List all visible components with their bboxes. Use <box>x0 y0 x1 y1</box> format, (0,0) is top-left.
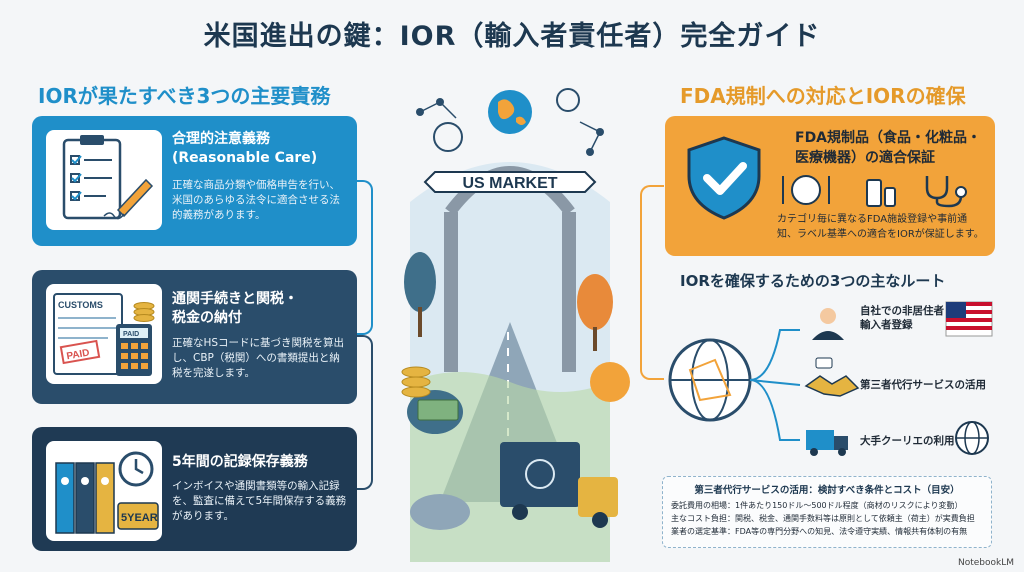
businessman-icon <box>812 308 844 340</box>
card-heading: 合理的注意義務 (Reasonable Care) <box>172 131 318 166</box>
cost-conditions-box: 第三者代行サービスの活用：検討すべき条件とコスト（目安） 委託費用の相場：1件あ… <box>662 476 992 548</box>
cost-box-title: 第三者代行サービスの活用：検討すべき条件とコスト（目安） <box>694 485 960 496</box>
card-body: 正確なHSコードに基づき関税を算出し、CBP（税関）への書類提出と納税を完遂しま… <box>172 337 345 379</box>
left-section-heading: IORが果たすべき3つの主要責務 <box>38 84 331 108</box>
delivery-truck-icon <box>806 430 848 456</box>
card-heading: 5年間の記録保存義務 <box>172 454 308 470</box>
binders-clock-icon: 5YEAR <box>46 441 162 541</box>
card-reasonable-care: 合理的注意義務 (Reasonable Care) 正確な商品分類や価格申告を行… <box>32 116 357 246</box>
clipboard-checklist-icon <box>46 130 162 230</box>
handshake-icon <box>804 357 860 397</box>
shield-check-icon <box>687 136 761 220</box>
routes-heading: IORを確保するための3つの主なルート <box>680 272 946 290</box>
globe-icon <box>488 90 532 134</box>
calculator-label: PAID <box>123 331 139 338</box>
cutlery-plate-icon <box>782 175 830 205</box>
five-year-badge: 5YEAR <box>121 512 158 524</box>
route-label-self-registration: 自社での非居住者 輸入者登録 <box>860 305 944 331</box>
cost-line: 委託費用の相場：1件あたり150ドル～500ドル程度（商材のリスクにより変動） <box>671 501 963 510</box>
notebooklm-brand: NotebookLM <box>957 558 1014 568</box>
us-market-illustration: US MARKET <box>401 88 630 562</box>
food-cosmetic-medical-icons <box>782 175 967 208</box>
fda-card-body: カテゴリ毎に異なるFDA施設登録や事前通知、ラベル基準への適合をIORが保証しま… <box>777 214 984 240</box>
us-flag-icon <box>945 301 993 337</box>
cost-line: 主なコスト負担：関税、税金、通関手数料等は原則として依頼主（荷主）が実費負担 <box>671 514 975 523</box>
connector-line <box>357 335 373 490</box>
arch-label: US MARKET <box>462 175 557 192</box>
route-label-third-party: 第三者代行サービスの活用 <box>860 379 986 391</box>
card-body: 正確な商品分類や価格申告を行い、米国のあらゆる法令に適合させる法的義務があります… <box>172 179 340 221</box>
globe-icon <box>955 421 989 455</box>
right-section-heading: FDA規制への対応とIORの確保 <box>680 84 966 108</box>
connector-line <box>640 185 664 380</box>
connector-line <box>357 180 373 335</box>
delivery-truck-illustration <box>500 442 618 528</box>
card-body: インボイスや通関書類等の輸入記録を、監査に備えて5年間保存する義務があります。 <box>172 480 347 522</box>
customs-form-label: CUSTOMS <box>58 300 103 310</box>
routes-diagram <box>668 301 993 456</box>
fda-compliance-card: FDA規制品（食品・化粧品・ 医療機器）の適合保証 カテゴリ毎に異なるFDA施設… <box>665 116 995 256</box>
customs-form-calculator-icon: CUSTOMS PAID PAID <box>46 284 162 384</box>
page-title: 米国進出の鍵：IOR（輸入者責任者）完全ガイド <box>203 21 821 52</box>
stethoscope-icon <box>925 176 967 208</box>
card-record-keeping: 5YEAR 5年間の記録保存義務 インボイスや通関書類等の輸入記録を、監査に備え… <box>32 427 357 551</box>
route-label-courier: 大手クーリエの利用 <box>860 435 955 447</box>
cost-line: 業者の選定基準：FDA等の専門分野への知見、法令遵守実績、情報共有体制の有無 <box>671 527 968 536</box>
cosmetics-bottle-icon <box>866 179 896 207</box>
card-heading: 通関手続きと関税・ 税金の納付 <box>172 291 298 326</box>
fda-card-heading: FDA規制品（食品・化粧品・ 医療機器）の適合保証 <box>795 130 982 166</box>
paid-stamp: PAID <box>66 347 91 362</box>
card-customs-duties: CUSTOMS PAID PAID 通関手続きと関税・ 税金の納付 正確なHSコ… <box>32 270 357 404</box>
